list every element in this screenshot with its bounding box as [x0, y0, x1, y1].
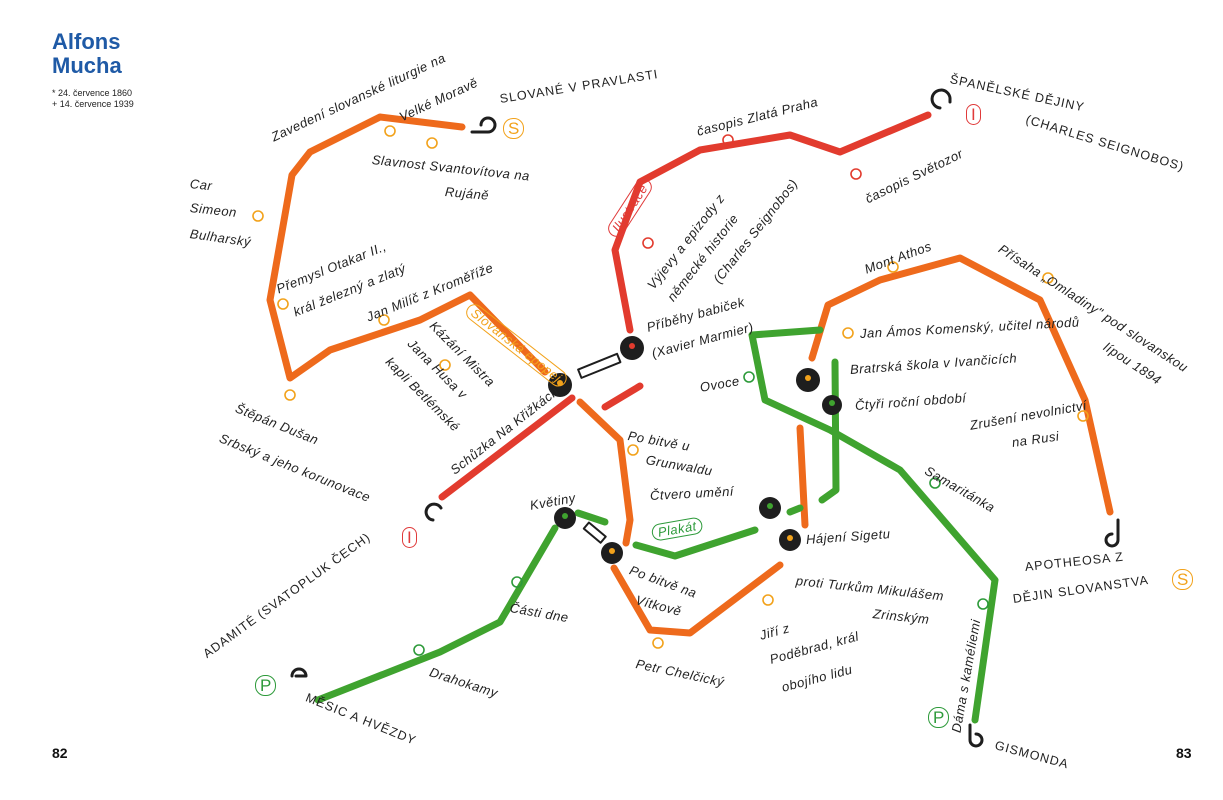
symbol-s: S — [503, 118, 525, 139]
title-line1: Alfons — [52, 29, 121, 54]
symbol-slovane: S — [503, 118, 525, 139]
line-orange-vertical — [796, 424, 809, 529]
line-plakat — [632, 526, 759, 560]
line-slovanska-epopej — [266, 113, 549, 382]
symbol-apotheosa: S — [1172, 569, 1194, 590]
line-samaritanka — [748, 326, 999, 724]
title-line2: Mucha — [52, 53, 122, 78]
line-green-short — [574, 509, 609, 526]
life-dates: * 24. července 1860 + 14. července 1939 — [52, 88, 134, 110]
marker-kvetiny — [554, 507, 576, 529]
symbol-spanelske: I — [966, 104, 981, 125]
station-car: Car — [189, 176, 214, 194]
marker-pribehy — [620, 336, 644, 360]
terminus-icon-spanelske — [930, 88, 952, 110]
page-number-right: 83 — [1176, 745, 1192, 761]
line-mesic — [314, 524, 559, 704]
terminus-markers — [290, 88, 1120, 748]
line-center-orange — [576, 398, 634, 547]
interchange-markers — [548, 336, 842, 564]
marker-bratrska — [796, 368, 820, 392]
terminus-icon-apotheosa — [1104, 518, 1120, 548]
symbol-p: P — [255, 675, 277, 696]
station-dots — [252, 125, 1089, 656]
terminus-icon-slovane — [470, 116, 497, 134]
terminus-icon-adamite — [424, 502, 443, 522]
symbol-gismonda: P — [928, 707, 950, 728]
marker-ctyri — [822, 395, 842, 415]
page-number-left: 82 — [52, 745, 68, 761]
symbol-p: P — [928, 707, 950, 728]
symbol-adamite: I — [402, 527, 417, 548]
symbol-mesic: P — [255, 675, 277, 696]
birth-date: * 24. července 1860 — [52, 88, 133, 98]
terminus-icon-mesic — [290, 667, 308, 678]
marker-vitkov — [601, 542, 623, 564]
terminus-icon-gismonda — [968, 723, 984, 748]
symbol-i: I — [966, 104, 981, 125]
page-title: Alfons Mucha — [52, 30, 122, 78]
symbol-i: I — [402, 527, 417, 548]
line-right-orange — [808, 254, 1114, 516]
line-green-ctvero — [786, 504, 804, 516]
line-ilustrace — [611, 111, 932, 334]
line-adamite — [438, 394, 576, 501]
line-chelcicky — [610, 561, 784, 637]
symbol-s: S — [1172, 569, 1194, 590]
death-date: + 14. července 1939 — [52, 99, 134, 109]
marker-sigetu — [779, 529, 801, 551]
marker-ctvero — [759, 497, 781, 519]
marker-schuzka — [548, 373, 572, 397]
line-red-short — [601, 382, 644, 411]
